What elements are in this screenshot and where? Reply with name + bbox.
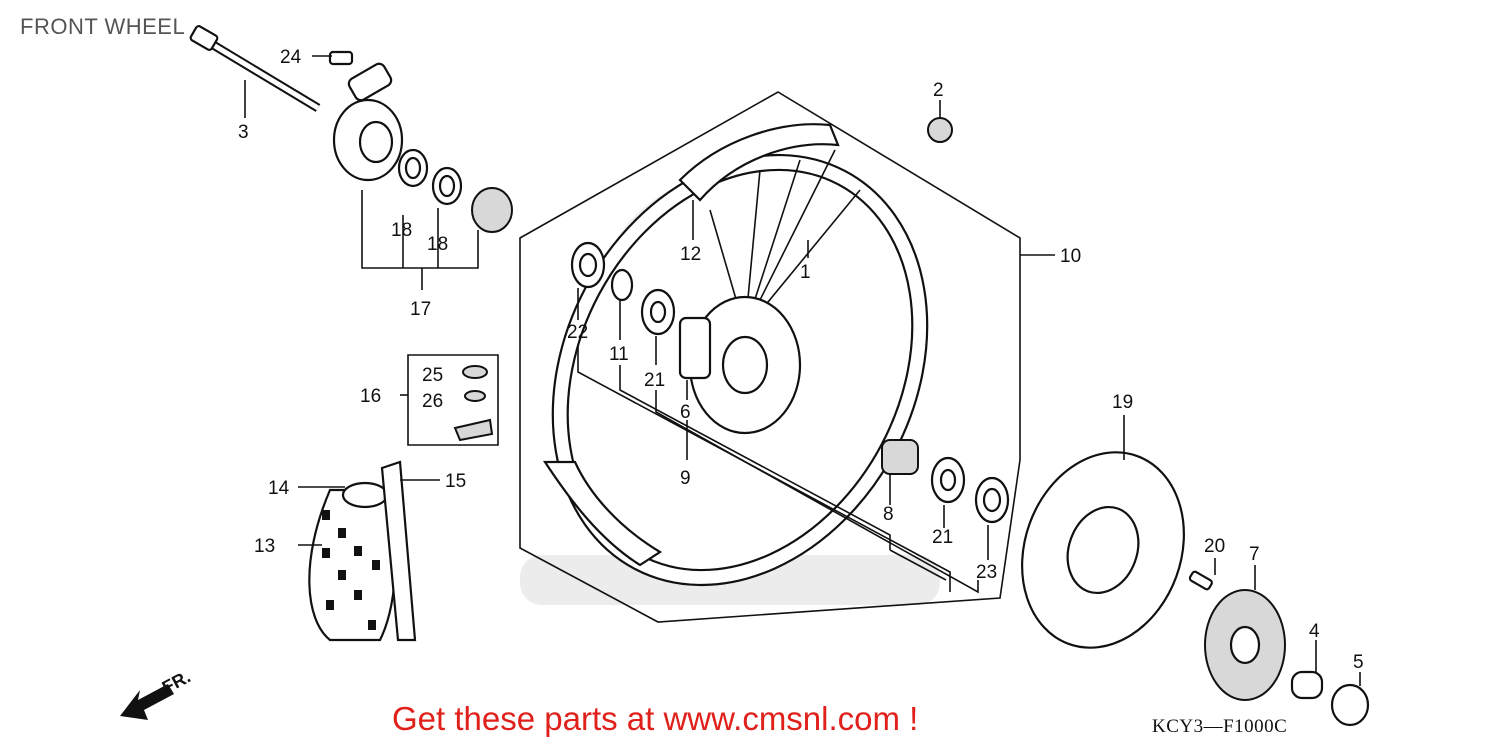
callout-22: 22 [567, 322, 588, 343]
bracket-17 [361, 190, 479, 269]
bracket-16 [407, 354, 499, 446]
callout-21b: 21 [932, 527, 953, 548]
callout-17: 17 [410, 299, 431, 320]
bearing-set-left [570, 241, 676, 336]
tire [308, 488, 397, 642]
rim-section-bottom [542, 460, 663, 567]
diagram-code: KCY3—F1000C [1152, 716, 1288, 737]
front-direction-arrow [120, 684, 174, 720]
collar-5 [1330, 683, 1370, 727]
collar-4 [1290, 670, 1324, 700]
leader-lines [244, 55, 1361, 686]
callout-10: 10 [1060, 246, 1081, 267]
washer-18b-inner [438, 174, 456, 198]
disc-bolt [1188, 570, 1213, 591]
callout-21a: 21 [644, 370, 665, 391]
callout-1: 1 [800, 262, 811, 283]
speedometer-gearbox [332, 62, 404, 182]
callout-14: 14 [268, 478, 290, 499]
callout-24: 24 [280, 47, 302, 68]
callout-9: 9 [680, 468, 691, 489]
axle [189, 25, 321, 112]
rim-section-top [678, 123, 840, 202]
callout-18a: 18 [391, 220, 412, 241]
callouts: 1 2 3 4 5 6 7 8 9 10 11 12 13 14 15 16 1… [238, 47, 1364, 673]
tube-band [341, 481, 389, 509]
bearing-set-right [881, 439, 1010, 524]
callout-2: 2 [933, 80, 944, 101]
hub [678, 295, 802, 435]
callout-7: 7 [1249, 544, 1260, 565]
flange-7 [1204, 589, 1286, 701]
gear-retainer [471, 187, 513, 233]
callout-23: 23 [976, 562, 997, 583]
brake-disc [1021, 451, 1185, 649]
callout-15: 15 [445, 471, 466, 492]
callout-12: 12 [680, 244, 701, 265]
washer-18a-inner [404, 156, 422, 180]
callout-4: 4 [1309, 621, 1320, 642]
wheel-assembly-outline [519, 91, 1021, 623]
callout-20: 20 [1204, 536, 1225, 557]
callout-25: 25 [422, 365, 443, 386]
callout-16: 16 [360, 386, 381, 407]
callout-6: 6 [680, 402, 691, 423]
nipple-nut [927, 117, 953, 143]
promo-link-text[interactable]: Get these parts at www.cmsnl.com ! [392, 700, 919, 737]
callout-26: 26 [422, 391, 443, 412]
callout-5: 5 [1353, 652, 1364, 673]
rim-band [380, 460, 417, 642]
callout-18b: 18 [427, 234, 448, 255]
callout-8: 8 [883, 504, 894, 525]
bolt-24 [328, 50, 354, 66]
callout-3: 3 [238, 122, 249, 143]
callout-19: 19 [1112, 392, 1133, 413]
callout-11: 11 [609, 344, 629, 365]
diagram-title: FRONT WHEEL [20, 14, 186, 39]
callout-13: 13 [254, 536, 275, 557]
